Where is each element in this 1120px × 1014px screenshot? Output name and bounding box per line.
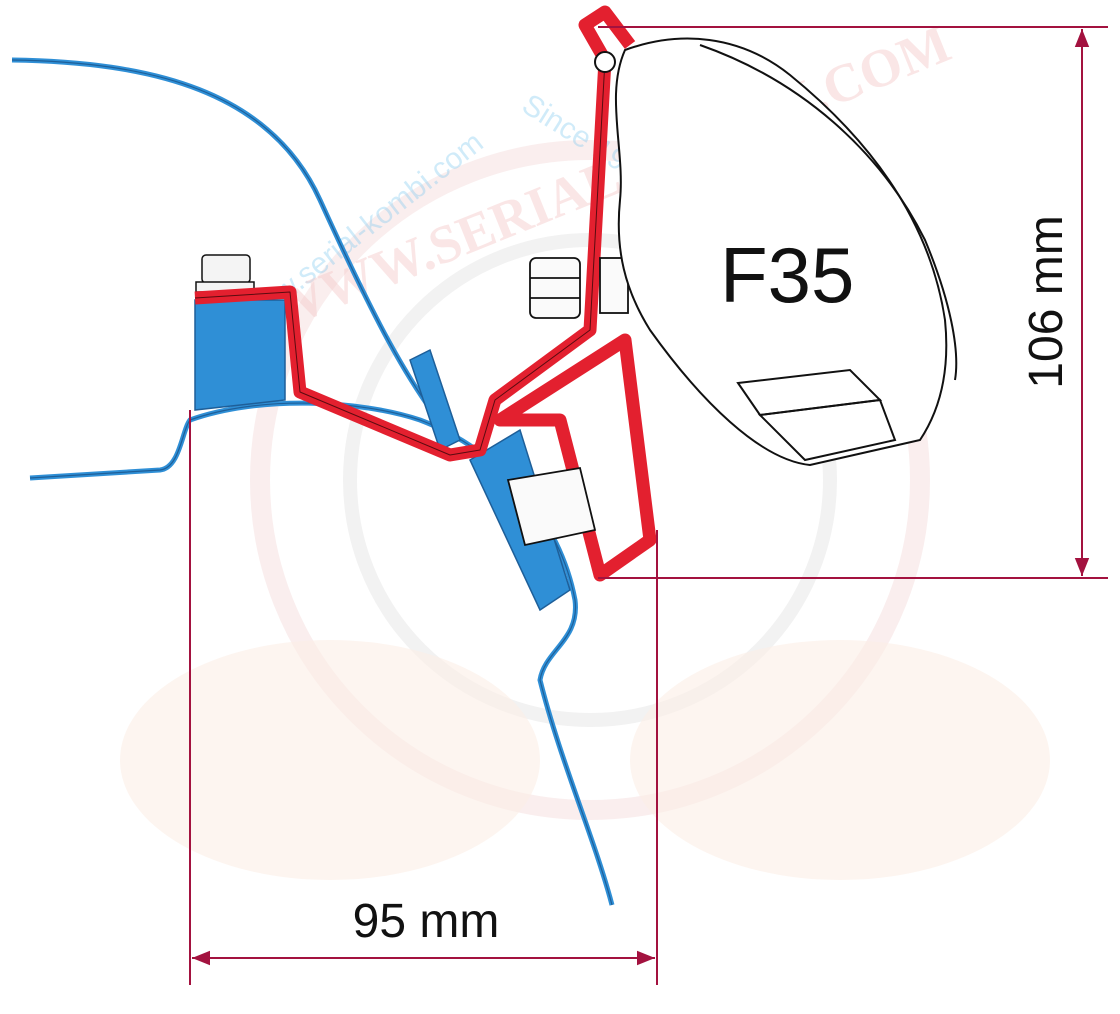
watermark: www.serial-kombi.com Since 1999 All righ… [120, 13, 1050, 880]
awning-label: F35 [720, 231, 854, 319]
nut-lower [506, 466, 597, 547]
adapter-bracket [194, 5, 657, 582]
nut-upper [529, 257, 629, 319]
awning-f35 [594, 37, 958, 467]
width-dimension [189, 410, 658, 985]
height-dimension [598, 26, 1108, 579]
bolt-head [195, 254, 255, 293]
width-dimension-label: 95 mm [353, 895, 500, 948]
height-dimension-label: 106 mm [1020, 215, 1073, 388]
